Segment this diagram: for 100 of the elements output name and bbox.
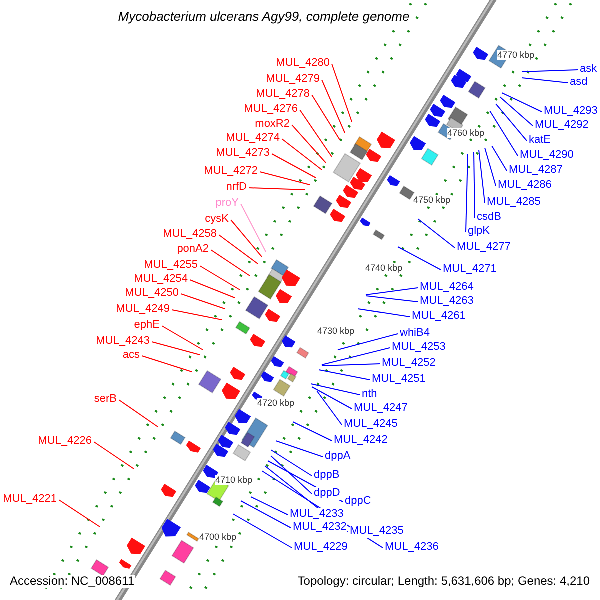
- leader-line: [316, 390, 342, 426]
- gene-label: MUL_4292: [535, 119, 589, 132]
- gene-label: MUL_4253: [392, 341, 446, 354]
- leader-line: [310, 384, 360, 396]
- leader-line: [318, 370, 370, 380]
- gene-label: MUL_4247: [354, 402, 408, 415]
- leader-line: [152, 342, 200, 356]
- leader-line: [260, 172, 310, 186]
- leader-line: [240, 204, 266, 252]
- leader-line: [500, 96, 534, 126]
- leader-line: [522, 70, 578, 72]
- leader-line: [240, 500, 292, 528]
- leader-line: [502, 92, 542, 112]
- gene-label: MUL_4290: [520, 149, 574, 162]
- leader-line: [232, 514, 292, 548]
- gene-label: MUL_4250: [125, 287, 179, 300]
- leader-line: [218, 234, 258, 264]
- leader-line: [292, 422, 332, 442]
- leader-line: [398, 246, 442, 270]
- gene-label: MUL_4287: [509, 164, 563, 177]
- gene-label: MUL_4249: [116, 303, 170, 316]
- leader-line: [366, 296, 418, 302]
- leader-line: [142, 356, 192, 372]
- gene-label: MUL_4293: [544, 105, 598, 118]
- gene-label: MUL_4242: [334, 434, 388, 447]
- leader-line: [180, 294, 226, 310]
- gene-label: MUL_4261: [412, 310, 466, 323]
- gene-label: MUL_4274: [226, 132, 280, 145]
- gene-label: MUL_4251: [372, 373, 426, 386]
- leader-line: [338, 334, 398, 350]
- gene-label: MUL_4221: [3, 493, 57, 506]
- scale-label: 4720 kbp: [257, 398, 295, 408]
- gene-label: cysK: [205, 213, 229, 226]
- gene-label: MUL_4232: [293, 521, 347, 534]
- leader-line: [200, 266, 240, 290]
- gene-label: MUL_4243: [96, 335, 150, 348]
- gene-label: MUL_4264: [420, 281, 474, 294]
- leader-line: [358, 308, 410, 318]
- leader-line: [248, 188, 306, 190]
- leader-line: [312, 94, 340, 140]
- gene-label: MUL_4276: [244, 103, 298, 116]
- leader-line: [172, 310, 222, 320]
- gene-label: MUL_4278: [256, 88, 310, 101]
- leader-line: [322, 364, 380, 366]
- leader-line: [272, 154, 316, 178]
- gene-label: MUL_4254: [134, 273, 188, 286]
- gene-label: glpK: [468, 225, 490, 238]
- leader-line: [522, 78, 568, 84]
- leader-line: [270, 456, 312, 494]
- gene-label: MUL_4280: [276, 57, 330, 70]
- gene-label: MUL_4245: [344, 418, 398, 431]
- leader-line: [190, 280, 236, 298]
- gene-label: dppA: [325, 450, 351, 463]
- leader-line: [276, 440, 324, 458]
- leader-line: [282, 138, 322, 170]
- gene-label: MUL_4235: [350, 525, 404, 538]
- gene-label: MUL_4252: [382, 357, 436, 370]
- leader-line: [58, 500, 100, 528]
- leader-line: [292, 124, 326, 164]
- leader-line: [94, 442, 134, 470]
- gene-label: MUL_4233: [290, 508, 344, 521]
- leader-line: [312, 386, 352, 410]
- gene-label: MUL_4263: [420, 295, 474, 308]
- leader-line: [474, 152, 476, 218]
- leader-line: [270, 450, 312, 476]
- leader-line: [496, 104, 528, 142]
- scale-label: 4770 kbp: [497, 50, 535, 60]
- scale-label: 4760 kbp: [447, 128, 485, 138]
- gene-label: dppC: [345, 495, 372, 508]
- leader-line: [300, 110, 332, 158]
- gene-label: MUL_4255: [144, 259, 198, 272]
- leader-line: [322, 80, 346, 134]
- genome-stats-text: Topology: circular; Length: 5,631,606 bp; Genes: 4,210: [298, 575, 590, 588]
- leader-line: [366, 288, 418, 296]
- leader-line: [466, 154, 468, 232]
- leader-line: [492, 146, 508, 172]
- leader-line: [332, 64, 352, 122]
- accession-text: Accession: NC_008611: [10, 575, 135, 588]
- gene-label: MUL_4226: [38, 435, 92, 448]
- gene-label: dppB: [314, 469, 340, 482]
- leader-line: [210, 250, 250, 276]
- scale-label: 4700 kbp: [199, 532, 237, 542]
- gene-label: MUL_4285: [487, 196, 541, 209]
- gene-label: MUL_4229: [294, 541, 348, 554]
- leader-line: [162, 326, 204, 350]
- gene-label: MUL_4273: [216, 147, 270, 160]
- leader-line: [484, 148, 496, 186]
- gene-label: MUL_4277: [457, 241, 511, 254]
- gene-label: MUL_4236: [385, 541, 439, 554]
- scale-label: 4730 kbp: [317, 326, 355, 336]
- leader-line: [250, 496, 288, 516]
- gene-label: MUL_4279: [266, 73, 320, 86]
- scale-label: 4750 kbp: [413, 195, 451, 205]
- title-text: Mycobacterium ulcerans Agy99, complete genome: [118, 10, 410, 23]
- leader-line: [230, 220, 262, 258]
- gene-label: MUL_4286: [498, 179, 552, 192]
- gene-label: ponA2: [177, 243, 209, 256]
- scale-label: 4710 kbp: [215, 475, 253, 485]
- gene-label: MUL_4271: [443, 263, 497, 276]
- gene-label: proY: [216, 197, 239, 210]
